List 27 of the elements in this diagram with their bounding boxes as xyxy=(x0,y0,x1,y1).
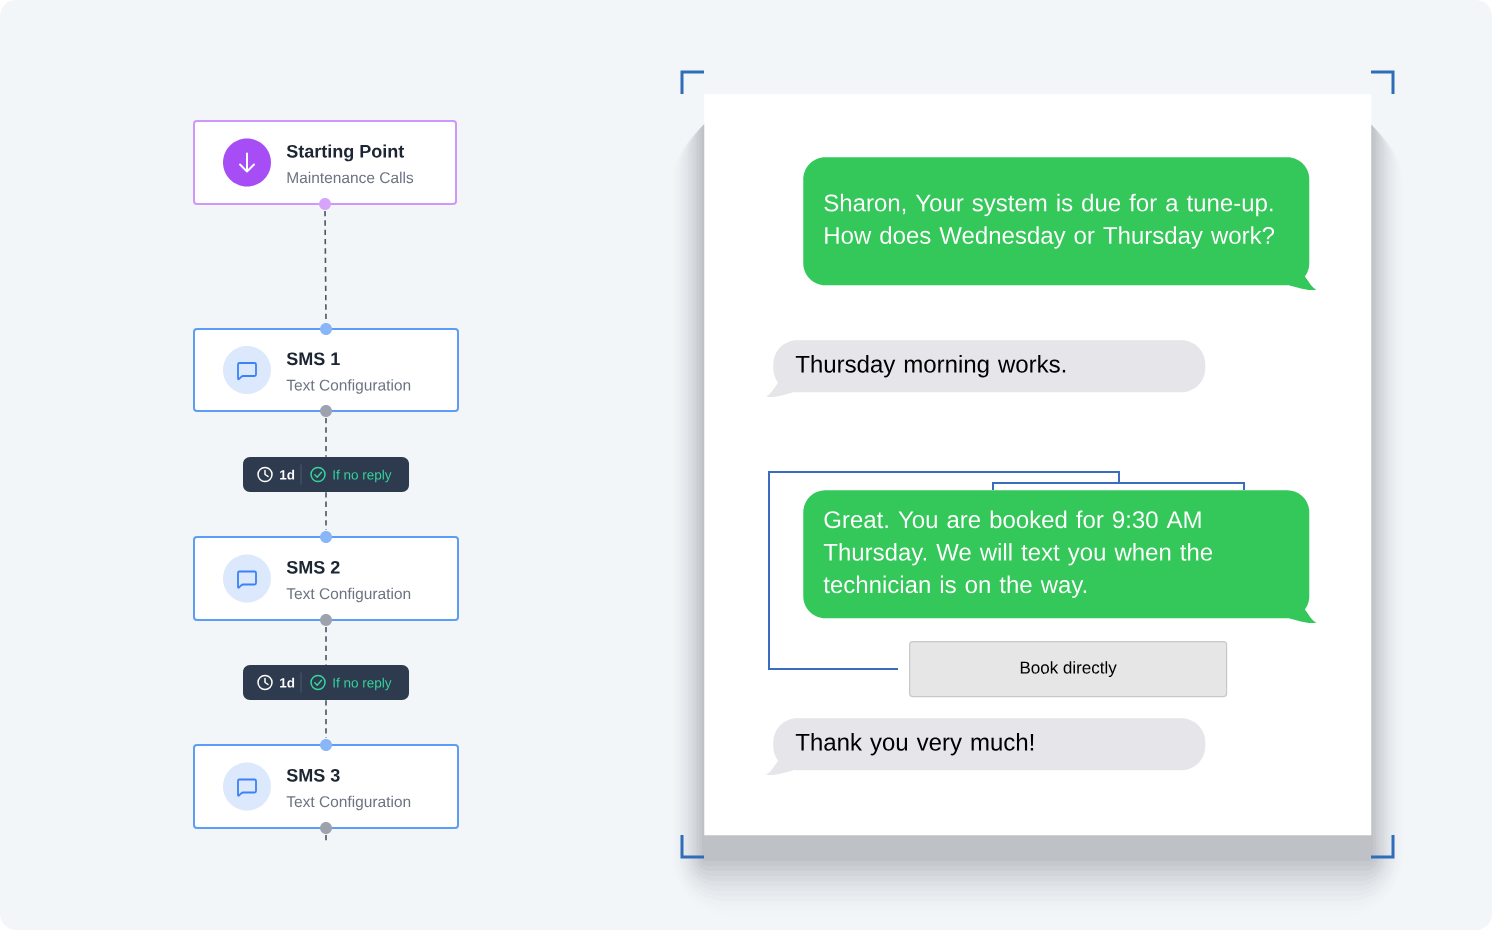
delay-badge xyxy=(243,457,409,492)
message-bubble: Sharon, Your system is due for a tune-up. How does Wednesday or Thursday work? xyxy=(803,157,1317,291)
delay-duration: 1d xyxy=(280,469,295,480)
connector-line xyxy=(325,417,327,458)
step-subtitle: Text Configuration xyxy=(286,587,411,603)
step-title: SMS 2 xyxy=(286,560,340,574)
step-subtitle: Text Configuration xyxy=(286,795,411,811)
step-subtitle: Text Configuration xyxy=(286,379,411,394)
condition-text: If no reply xyxy=(333,677,392,691)
message-bubble: Thank you very much! xyxy=(766,718,1206,776)
delay-duration: 1d xyxy=(280,677,295,688)
message-bubble: Thursday morning works. xyxy=(766,340,1206,398)
step-title: SMS 3 xyxy=(286,768,340,782)
booking-button: Book directly xyxy=(909,641,1228,698)
step-title: Starting Point xyxy=(286,144,405,162)
step-box xyxy=(193,531,459,626)
step-box xyxy=(193,120,457,210)
connector-line xyxy=(325,626,327,666)
leader-line xyxy=(768,471,1120,671)
step-box xyxy=(193,323,459,417)
step-title: SMS 1 xyxy=(286,352,340,366)
condition-text: If no reply xyxy=(333,469,392,483)
step-subtitle: Maintenance Calls xyxy=(287,171,414,184)
message-bubble: Great. You are booked for 9:30 AM Thursday. We will text you when the technician is on the way. xyxy=(803,490,1317,624)
connector-line xyxy=(325,834,327,842)
delay-badge xyxy=(243,665,409,700)
step-box xyxy=(193,739,459,834)
